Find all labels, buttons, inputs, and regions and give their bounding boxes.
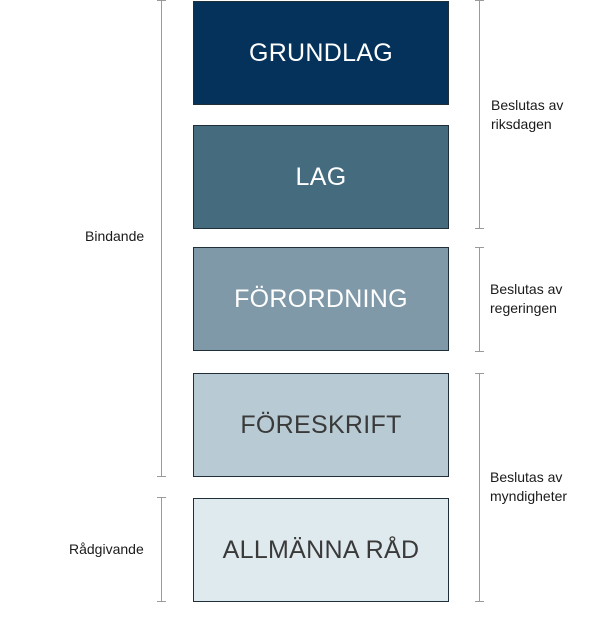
level-forordning: FÖRORDNING: [193, 247, 449, 351]
regeringen-label-line2: regeringen: [490, 300, 557, 316]
riksdagen-label-line2: riksdagen: [491, 116, 552, 132]
riksdagen-bracket: [475, 0, 485, 229]
myndigheter-bracket: [475, 373, 485, 602]
advisory-label: Rådgivande: [69, 541, 144, 557]
level-allmanna-rad: ALLMÄNNA RÅD: [193, 498, 449, 602]
regeringen-label: Beslutas av regeringen: [490, 280, 562, 318]
myndigheter-label-line1: Beslutas av: [490, 469, 563, 485]
level-lag-label: LAG: [295, 162, 347, 191]
level-foreskrift-label: FÖRESKRIFT: [240, 410, 402, 439]
level-grundlag: GRUNDLAG: [193, 1, 449, 105]
myndigheter-label: Beslutas av myndigheter: [490, 468, 567, 506]
riksdagen-label-line1: Beslutas av: [491, 97, 564, 113]
level-forordning-label: FÖRORDNING: [234, 284, 408, 313]
level-allmanna-rad-label: ALLMÄNNA RÅD: [222, 535, 420, 564]
riksdagen-label: Beslutas av riksdagen: [491, 96, 563, 134]
regeringen-bracket: [475, 247, 485, 352]
binding-label: Bindande: [85, 228, 145, 244]
level-foreskrift: FÖRESKRIFT: [193, 373, 449, 477]
level-lag: LAG: [193, 125, 449, 229]
level-grundlag-label: GRUNDLAG: [248, 38, 394, 67]
binding-bracket: [157, 0, 167, 477]
myndigheter-label-line2: myndigheter: [490, 488, 568, 504]
advisory-bracket: [157, 497, 167, 602]
regeringen-label-line1: Beslutas av: [490, 281, 563, 297]
